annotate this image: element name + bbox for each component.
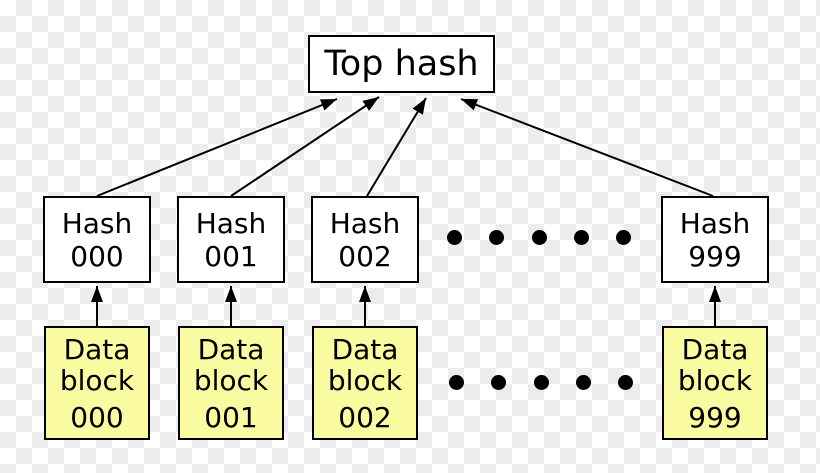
node-hash-001: Hash 001 [177, 196, 285, 283]
ellipsis-dot [531, 230, 547, 245]
node-data-block-999: Data block 999 [662, 326, 768, 440]
data-block-001-number: 001 [204, 400, 258, 434]
data-block-000-number: 000 [70, 400, 124, 434]
data-block-999-number: 999 [688, 400, 742, 434]
top-hash-label: Top hash [324, 44, 479, 84]
data-block-001-line2: block [193, 363, 269, 397]
hash-000-label-line1: Hash [61, 206, 133, 240]
ellipsis-dot [449, 375, 464, 390]
ellipsis-dot [489, 230, 505, 245]
ellipsis-dot [575, 375, 591, 390]
hash-001-label-line1: Hash [195, 206, 267, 240]
data-row-ellipsis [449, 375, 633, 390]
node-top-hash: Top hash [308, 35, 495, 93]
node-hash-999: Hash 999 [661, 196, 769, 283]
data-block-000-line1: Data [63, 332, 131, 366]
edge-hash002-tophash [366, 97, 427, 197]
node-data-block-002: Data block 002 [312, 326, 418, 440]
ellipsis-dot [573, 230, 589, 245]
data-block-001-line1: Data [197, 332, 265, 366]
ellipsis-dot [491, 375, 507, 390]
hash-001-label-line2: 001 [204, 239, 258, 273]
ellipsis-dot [447, 230, 462, 245]
hash-row-ellipsis [447, 230, 631, 245]
hash-999-label-line1: Hash [679, 206, 751, 240]
ellipsis-dot [533, 375, 549, 390]
node-hash-002: Hash 002 [311, 196, 419, 283]
data-block-002-number: 002 [338, 400, 392, 434]
ellipsis-dot [618, 375, 633, 390]
edge-hash999-tophash [460, 98, 714, 197]
ellipsis-dot [616, 230, 631, 245]
data-block-999-line1: Data [681, 332, 749, 366]
hash-002-label-line2: 002 [338, 239, 392, 273]
data-block-002-line1: Data [331, 332, 399, 366]
node-data-block-000: Data block 000 [44, 326, 150, 440]
data-block-999-line2: block [677, 363, 753, 397]
data-block-002-line2: block [327, 363, 403, 397]
node-data-block-001: Data block 001 [178, 326, 284, 440]
hash-999-label-line2: 999 [688, 239, 742, 273]
hash-002-label-line1: Hash [329, 206, 401, 240]
node-hash-000: Hash 000 [43, 196, 151, 283]
data-block-000-line2: block [59, 363, 135, 397]
hash-000-label-line2: 000 [70, 239, 124, 273]
edge-hash000-tophash [96, 98, 338, 197]
edge-hash001-tophash [230, 96, 380, 197]
